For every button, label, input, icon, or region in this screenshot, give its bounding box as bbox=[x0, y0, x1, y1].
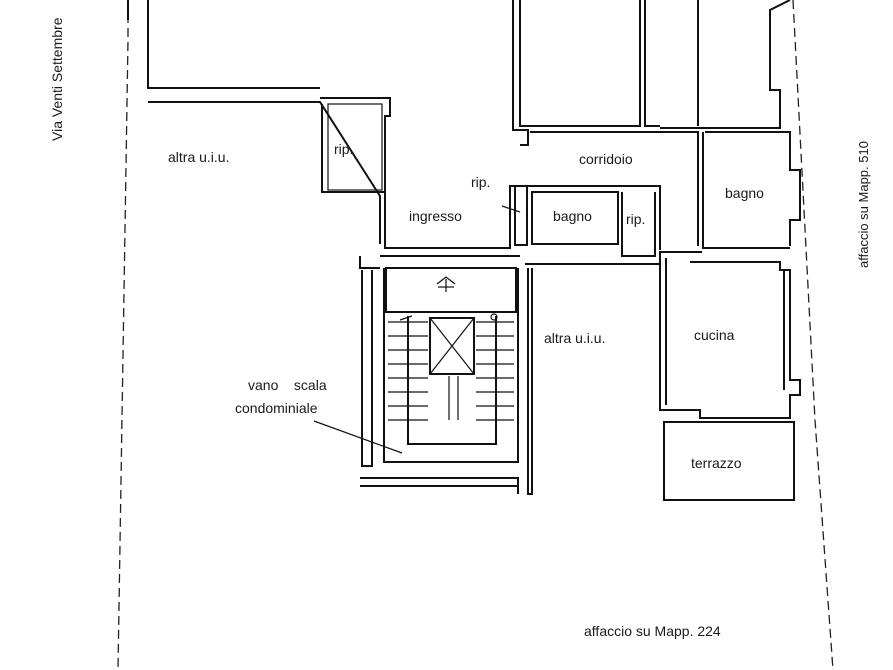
corridor-label: corridoio bbox=[579, 151, 633, 167]
other-unit-center-label: altra u.i.u. bbox=[544, 330, 605, 346]
storage-small-label: rip. bbox=[471, 174, 490, 190]
storage-top-room bbox=[327, 103, 383, 191]
stair-label-line2: condominiale bbox=[235, 400, 318, 416]
walls-top-left bbox=[127, 0, 391, 244]
stair-steps bbox=[388, 313, 514, 445]
terrace-outline bbox=[663, 421, 795, 501]
street-label: Via Venti Settembre bbox=[49, 17, 65, 141]
house-arrow-icon bbox=[436, 276, 456, 292]
walls-kitchen-terrace bbox=[659, 252, 801, 501]
stair-landing bbox=[385, 267, 517, 313]
stair-leader-line bbox=[313, 420, 403, 454]
stair-label-line1: vano scala bbox=[248, 377, 327, 393]
other-unit-west-label: altra u.i.u. bbox=[168, 149, 229, 165]
bathroom-east-label: bagno bbox=[725, 185, 764, 201]
stairwell bbox=[313, 205, 533, 495]
boundary-lines bbox=[117, 0, 834, 670]
facing-east-label: affaccio su Mapp. 510 bbox=[856, 141, 871, 268]
bathroom-center-label: bagno bbox=[553, 208, 592, 224]
walls-top-right bbox=[512, 0, 801, 249]
storage-top-label: rip. bbox=[334, 141, 353, 157]
elevator-cross-icon bbox=[429, 317, 475, 375]
facing-south-label: affaccio su Mapp. 224 bbox=[584, 623, 721, 639]
walls-central bbox=[359, 185, 702, 269]
entrance-label: ingresso bbox=[409, 208, 462, 224]
storage-right-label: rip. bbox=[626, 211, 645, 227]
kitchen-label: cucina bbox=[694, 327, 735, 343]
storage-leader-line bbox=[501, 205, 521, 213]
terrace-label: terrazzo bbox=[691, 455, 742, 471]
